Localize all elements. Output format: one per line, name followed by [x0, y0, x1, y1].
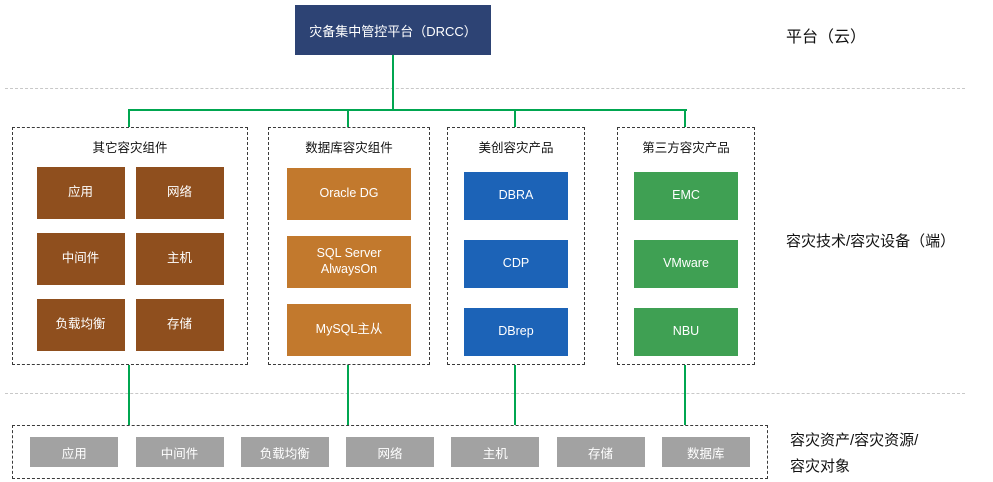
connector-bottom-group2 — [347, 365, 349, 425]
label-dr-assets-line1: 容灾资产/容灾资源/ — [790, 432, 919, 449]
box-load-balancer: 负载均衡 — [36, 299, 125, 351]
assets-strip: 应用 中间件 负载均衡 网络 主机 存储 数据库 — [12, 425, 768, 479]
separator-line-top — [5, 88, 965, 89]
asset-network: 网络 — [346, 437, 434, 467]
box-cdp: CDP — [464, 240, 568, 288]
box-oracle-dg: Oracle DG — [287, 168, 411, 220]
box-application: 应用 — [36, 167, 125, 219]
box-storage: 存储 — [135, 299, 224, 351]
box-sqlserver-alwayson: SQL Server AlwaysOn — [287, 236, 411, 288]
connector-bottom-group1 — [128, 365, 130, 425]
connector-platform-vertical — [392, 55, 394, 109]
box-host: 主机 — [135, 233, 224, 285]
group-other-dr-components: 其它容灾组件 应用 网络 中间件 主机 负载均衡 存储 — [12, 127, 248, 365]
asset-application: 应用 — [30, 437, 119, 467]
label-dr-assets-line2: 容灾对象 — [790, 457, 851, 475]
connector-bottom-group4 — [684, 365, 686, 425]
label-dr-assets: 容灾资产/容灾资源/ 容灾对象 — [790, 428, 918, 479]
connector-horizontal-bus — [128, 109, 687, 111]
group2-stack: Oracle DG SQL Server AlwaysOn MySQL主从 — [269, 168, 429, 356]
connector-drop-group4 — [684, 111, 686, 127]
box-vmware: VMware — [634, 240, 738, 288]
asset-host: 主机 — [451, 437, 540, 467]
connector-drop-group1 — [128, 111, 130, 127]
group3-stack: DBRA CDP DBrep — [448, 172, 584, 356]
label-platform-cloud: 平台（云） — [786, 29, 867, 46]
group-thirdparty-dr-products: 第三方容灾产品 EMC VMware NBU — [617, 127, 755, 365]
asset-storage: 存储 — [556, 437, 645, 467]
platform-box: 灾备集中管控平台（DRCC） — [295, 5, 491, 55]
box-network: 网络 — [135, 167, 224, 219]
box-dbrep: DBrep — [464, 308, 568, 356]
asset-database: 数据库 — [661, 437, 750, 467]
box-emc: EMC — [634, 172, 738, 220]
group-database-dr-components: 数据库容灾组件 Oracle DG SQL Server AlwaysOn My… — [268, 127, 430, 365]
group1-grid: 应用 网络 中间件 主机 负载均衡 存储 — [13, 167, 247, 351]
box-dbra: DBRA — [464, 172, 568, 220]
separator-line-bottom — [5, 393, 965, 394]
group-title: 数据库容灾组件 — [305, 141, 393, 155]
group-title: 第三方容灾产品 — [642, 141, 730, 155]
asset-load-balancer: 负载均衡 — [240, 437, 329, 467]
asset-middleware: 中间件 — [135, 437, 224, 467]
group4-stack: EMC VMware NBU — [618, 172, 754, 356]
connector-drop-group3 — [514, 111, 516, 127]
box-mysql-replication: MySQL主从 — [287, 304, 411, 356]
box-middleware: 中间件 — [36, 233, 125, 285]
group-meichuang-dr-products: 美创容灾产品 DBRA CDP DBrep — [447, 127, 585, 365]
group-title: 其它容灾组件 — [92, 141, 168, 155]
label-dr-tech-devices: 容灾技术/容灾设备（端） — [786, 233, 956, 250]
connector-bottom-group3 — [514, 365, 516, 425]
group-title: 美创容灾产品 — [478, 141, 554, 155]
platform-title: 灾备集中管控平台（DRCC） — [309, 23, 477, 39]
box-nbu: NBU — [634, 308, 738, 356]
connector-drop-group2 — [347, 111, 349, 127]
